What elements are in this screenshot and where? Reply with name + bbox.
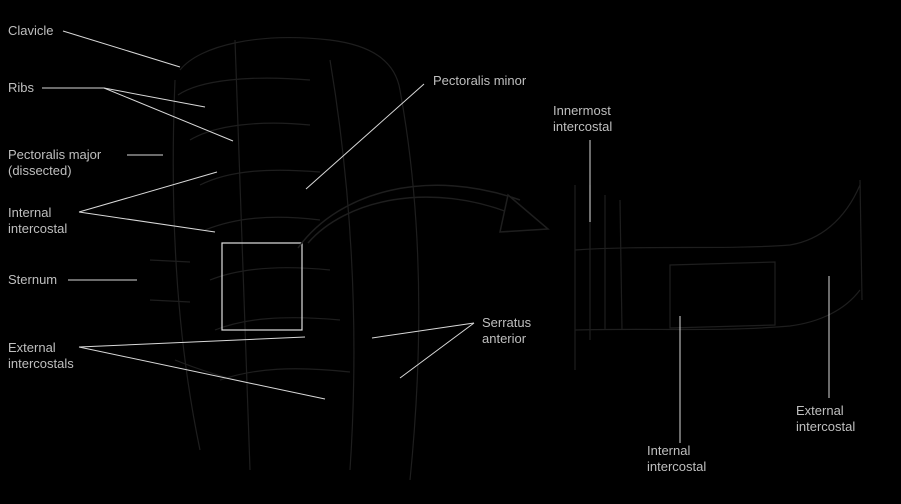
curved-arrow-icon xyxy=(297,184,550,249)
label-internal-intercostal-right-line1: Internal xyxy=(647,443,691,458)
label-pectoralis-major-line1: Pectoralis major xyxy=(8,147,102,162)
label-internal-intercostal-right: Internal intercostal xyxy=(647,443,706,475)
label-external-intercostals-line2: intercostals xyxy=(8,356,74,371)
leader-serratus-upper xyxy=(371,322,475,339)
label-internal-intercostal-left-line2: intercostal xyxy=(8,221,68,236)
label-internal-intercostal-left: Internal intercostal xyxy=(8,205,67,237)
leader-internal-intercostal-lower xyxy=(78,211,216,233)
leader-external-intercostals-lower xyxy=(78,346,326,400)
label-pectoralis-minor-text: Pectoralis minor xyxy=(433,73,527,88)
label-pectoralis-major-line2: (dissected) xyxy=(8,163,72,178)
label-ribs: Ribs xyxy=(8,80,34,96)
leader-clavicle xyxy=(62,30,181,68)
thorax-illustration xyxy=(149,37,420,481)
leader-internal-intercostal-upper xyxy=(78,171,218,213)
intercostal-detail-illustration xyxy=(574,179,863,370)
leader-external-intercostals-upper xyxy=(78,336,306,348)
label-clavicle-text: Clavicle xyxy=(8,23,54,38)
leader-pectoralis-minor xyxy=(305,83,425,190)
label-ribs-text: Ribs xyxy=(8,80,35,95)
label-internal-intercostal-left-line1: Internal xyxy=(8,205,52,220)
label-external-intercostal-right-line1: External xyxy=(796,403,844,418)
label-external-intercostals-line1: External xyxy=(8,340,56,355)
label-serratus-anterior-line2: anterior xyxy=(482,331,527,346)
label-sternum: Sternum xyxy=(8,272,57,288)
label-serratus-anterior: Serratus anterior xyxy=(482,315,531,347)
label-clavicle: Clavicle xyxy=(8,23,54,39)
label-internal-intercostal-right-line2: intercostal xyxy=(647,459,707,474)
label-external-intercostals: External intercostals xyxy=(8,340,74,372)
label-innermost-intercostal: Innermost intercostal xyxy=(553,103,612,135)
label-pectoralis-major: Pectoralis major (dissected) xyxy=(8,147,101,179)
leader-lines xyxy=(42,30,830,443)
label-innermost-intercostal-line1: Innermost xyxy=(553,103,611,118)
label-external-intercostal-right-line2: intercostal xyxy=(796,419,856,434)
label-pectoralis-minor: Pectoralis minor xyxy=(433,73,526,89)
leader-serratus-lower xyxy=(399,322,475,379)
label-external-intercostal-right: External intercostal xyxy=(796,403,855,435)
leader-ribs-upper xyxy=(103,87,206,108)
leader-ribs-lower xyxy=(103,87,234,142)
magnify-box xyxy=(221,242,303,331)
label-serratus-anterior-line1: Serratus xyxy=(482,315,532,330)
label-sternum-text: Sternum xyxy=(8,272,58,287)
label-innermost-intercostal-line2: intercostal xyxy=(553,119,613,134)
